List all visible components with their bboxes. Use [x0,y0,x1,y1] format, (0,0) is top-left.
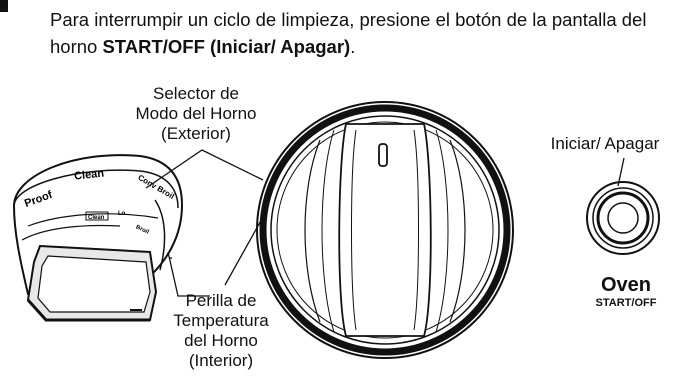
knob-label-line1: Perilla de [185,291,257,310]
leader-lines [145,149,625,297]
bullet-mark [0,0,8,12]
start-off-label: Iniciar/ Apagar [550,134,660,153]
mode-selector-label: Selector de Modo del Horno (Exterior) [116,84,276,144]
dial-clean-text: Clean [74,168,105,183]
mode-selector-label-line1: Selector de [153,84,239,103]
dial-broil-text: Broil [135,224,150,235]
knob-label-line2: Temperatura [173,311,269,330]
mode-selector-label-line2: Modo del Horno [135,104,257,123]
dial-lo-text: Lo [118,211,126,217]
temperature-knob-illustration [256,101,514,359]
knob-label-line3: del Horno [184,331,258,350]
instruction-bold: START/OFF (Iniciar/ Apagar) [102,36,351,57]
mode-selector-illustration [12,154,184,322]
temperature-knob-label: Perilla de Temperatura del Horno (Interi… [156,291,286,371]
oven-button-subtitle: START/OFF [595,297,657,309]
dial-clean-small-text: Clean [88,215,105,221]
start-off-button-illustration [586,181,660,255]
instruction-end: . [350,36,356,57]
oven-button-title: Oven [600,274,652,296]
knob-label-line4: (Interior) [188,351,254,370]
instruction-text: Para interrumpir un ciclo de limpieza, p… [50,9,647,57]
instruction-paragraph: Para interrumpir un ciclo de limpieza, p… [50,6,680,60]
mode-selector-label-line3: (Exterior) [161,124,231,143]
